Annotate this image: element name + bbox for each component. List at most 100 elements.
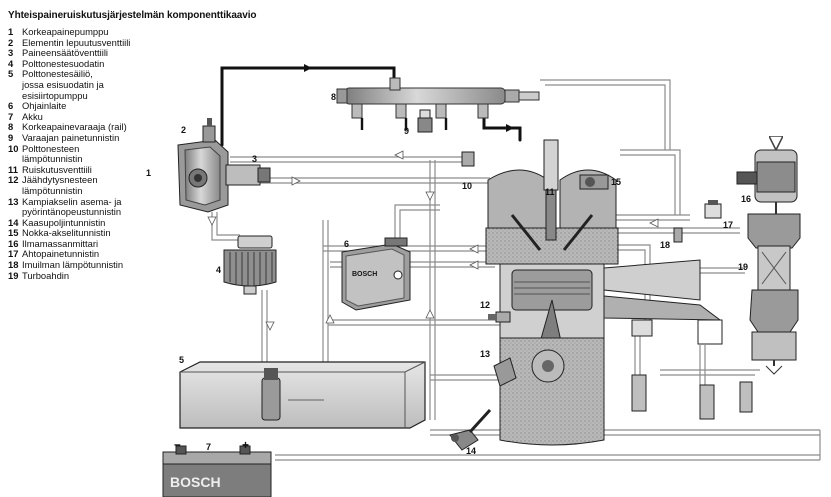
callout-12: 12 bbox=[480, 300, 490, 310]
callout-11: 11 bbox=[545, 187, 555, 197]
legend-item-label: Nokka-akselitunnistin bbox=[22, 227, 111, 239]
legend-item-label: Ilmamassanmittari bbox=[22, 237, 99, 249]
fuel-tank bbox=[179, 361, 426, 429]
callout-9: 9 bbox=[404, 126, 409, 136]
callout-14: 14 bbox=[466, 446, 476, 456]
legend-item-number: 3 bbox=[8, 47, 14, 59]
fuel-temperature-sensor bbox=[461, 151, 475, 167]
hp-arrows bbox=[304, 64, 514, 132]
legend-item-number: 18 bbox=[8, 259, 19, 271]
legend-item-number: 6 bbox=[8, 100, 14, 112]
legend-item-number: 9 bbox=[8, 131, 14, 143]
callout-15: 15 bbox=[611, 177, 621, 187]
legend-item: 9 Varaajan painetunnistin bbox=[8, 131, 193, 144]
legend-item: 1 Korkeapainepumppu bbox=[8, 26, 193, 38]
legend-item-label: Akku bbox=[22, 110, 43, 122]
legend-item-number: 19 bbox=[8, 269, 19, 281]
boost-pressure-sensor bbox=[704, 200, 722, 219]
legend-item-number: 5 bbox=[8, 68, 14, 80]
legend-item-label: Polttonestesuodatin bbox=[22, 57, 105, 69]
engine-block bbox=[485, 139, 619, 446]
legend-item: 7 Akku bbox=[8, 110, 193, 123]
battery bbox=[162, 445, 272, 497]
legend-item-label: Ruiskutusventtiili bbox=[22, 163, 92, 175]
callout-6: 6 bbox=[344, 239, 349, 249]
legend-item-label: Imuilman lämpötunnistin bbox=[22, 259, 124, 271]
legend-item: 3 Paineensäätöventtiili bbox=[8, 48, 193, 59]
legend-item-number: 1 bbox=[8, 26, 14, 37]
air-ducts bbox=[603, 259, 722, 321]
legend-item-label: Kampiakselin asema- ja pyörintänopeustun… bbox=[22, 195, 122, 218]
callout-4: 4 bbox=[216, 265, 221, 275]
legend-item-number: 10 bbox=[8, 142, 19, 154]
camshaft-sensor bbox=[579, 174, 609, 190]
accelerator-pedal bbox=[449, 408, 492, 451]
callout-7: 7 bbox=[206, 442, 211, 452]
legend-item: 4 Polttonestesuodatin bbox=[8, 57, 193, 70]
crankshaft-sensor bbox=[493, 357, 517, 387]
legend-item: 5 Polttonestesäiliö, jossa esisuodatin ja… bbox=[8, 69, 193, 101]
legend-item-label: Kaasupoljintunnistin bbox=[22, 216, 106, 228]
fuel-filter bbox=[223, 235, 277, 295]
callout-5: 5 bbox=[179, 355, 184, 365]
legend-item-label: Ohjainlaite bbox=[22, 100, 67, 112]
legend-item: 11 Ruiskutusventtiili bbox=[8, 163, 193, 176]
legend-item-label: Varaajan painetunnistin bbox=[22, 131, 120, 143]
exhaust-sensors bbox=[631, 319, 753, 420]
battery-minus-label: – bbox=[174, 437, 181, 451]
callout-18: 18 bbox=[660, 240, 670, 250]
callout-17: 17 bbox=[723, 220, 733, 230]
legend-item-label: Ahtopainetunnistin bbox=[22, 248, 100, 260]
legend-item-label: Korkeapainepumppu bbox=[22, 26, 109, 37]
turbocharger bbox=[747, 213, 801, 375]
callout-8: 8 bbox=[331, 92, 336, 102]
ecu-control-unit bbox=[341, 237, 411, 311]
battery-plus-label: + bbox=[242, 438, 249, 452]
legend-item-label: Jäähdytysnesteen lämpötunnistin bbox=[22, 174, 98, 196]
coolant-temperature-sensor bbox=[488, 311, 511, 323]
intake-air-temperature-sensor bbox=[673, 227, 683, 243]
air-mass-meter bbox=[736, 138, 798, 214]
callout-13: 13 bbox=[480, 349, 490, 359]
callout-16: 16 bbox=[741, 194, 751, 204]
callout-10: 10 bbox=[462, 181, 472, 191]
legend-item-number: 2 bbox=[8, 36, 14, 48]
legend-item-number: 7 bbox=[8, 110, 14, 122]
legend-item-number: 17 bbox=[8, 248, 19, 260]
legend-item: 8 Korkeapainevaraaja (rail) bbox=[8, 122, 193, 133]
legend-item: 6 Ohjainlaite bbox=[8, 101, 193, 112]
legend-item-number: 16 bbox=[8, 237, 19, 249]
callout-3: 3 bbox=[252, 154, 257, 164]
legend-item-number: 11 bbox=[8, 163, 18, 175]
legend-item-label: Turboahdin bbox=[22, 269, 70, 281]
diagram-title: Yhteispaineruiskutusjärjestelmän kompone… bbox=[8, 10, 257, 21]
legend-item-label: Korkeapainevaraaja (rail) bbox=[22, 121, 127, 133]
callout-1: 1 bbox=[146, 168, 151, 178]
legend-item-number: 13 bbox=[8, 195, 19, 207]
legend-item-number: 14 bbox=[8, 216, 19, 228]
legend-item-number: 4 bbox=[8, 57, 14, 69]
callout-19: 19 bbox=[738, 262, 748, 272]
legend-item-label: Polttonestesäiliö, jossa esisuodatin ja … bbox=[22, 68, 104, 101]
legend-item-label: Paineensäätöventtiili bbox=[22, 47, 108, 59]
rail-accumulator bbox=[336, 77, 540, 130]
legend-item-number: 8 bbox=[8, 121, 14, 133]
callout-2: 2 bbox=[181, 125, 186, 135]
battery-brand-label: BOSCH bbox=[170, 474, 221, 490]
ecu-brand-label: BOSCH bbox=[352, 271, 377, 278]
legend: Yhteispaineruiskutusjärjestelmän kompone… bbox=[8, 10, 257, 282]
legend-item-label: Polttonesteen lämpötunnistin bbox=[22, 142, 83, 165]
high-pressure-pump bbox=[177, 118, 271, 213]
